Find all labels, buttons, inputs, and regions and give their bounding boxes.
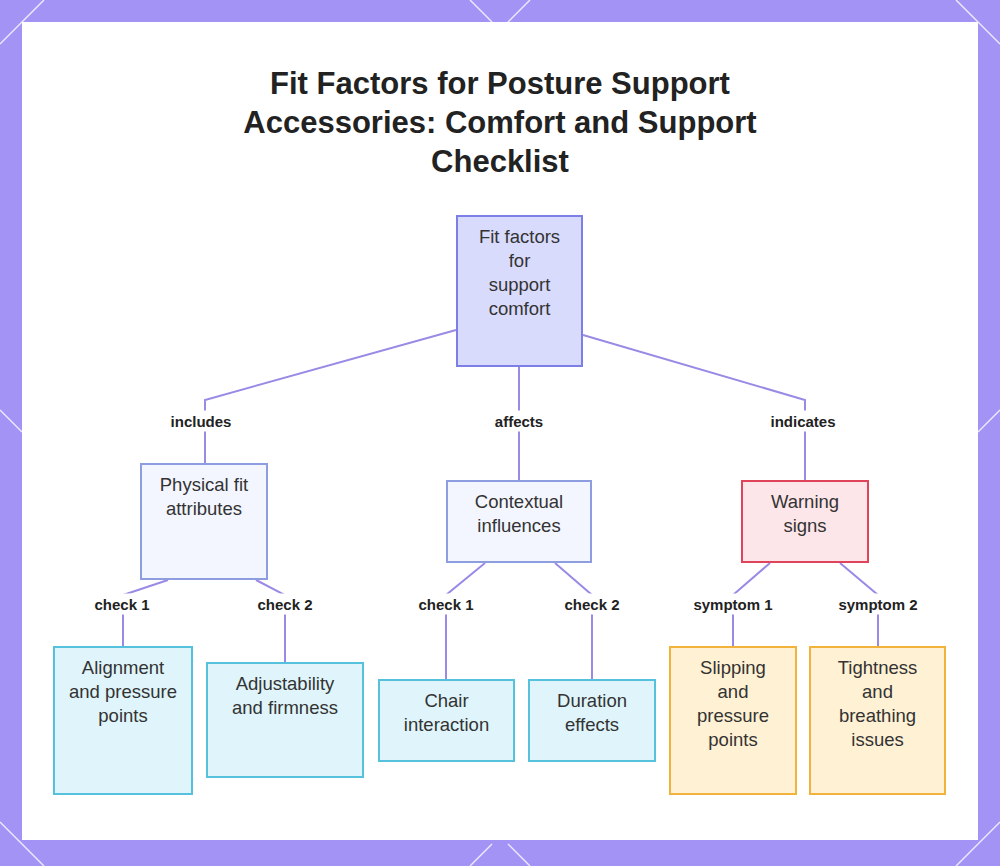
edge-label: check 2 [561, 594, 622, 615]
node-text: Slipping and pressure points [685, 656, 781, 752]
node-text: Physical fit attributes [156, 473, 252, 521]
node-text: Tightness and breathing issues [825, 656, 930, 752]
edge-label: symptom 2 [835, 594, 920, 615]
category-box: Contextual influences [446, 480, 592, 563]
node-text: Duration effects [544, 689, 640, 737]
edge-line [508, 844, 530, 866]
check-box: Duration effects [528, 679, 656, 762]
node-text: Warning signs [757, 490, 853, 538]
edge-label: symptom 1 [690, 594, 775, 615]
edge-label: indicates [767, 411, 838, 432]
edge-label: check 1 [415, 594, 476, 615]
node-text: Alignment and pressure points [69, 656, 177, 728]
connector-line [256, 580, 285, 662]
category-box: Physical fit attributes [140, 463, 268, 580]
corner-line [0, 822, 44, 866]
edge-label: includes [168, 411, 235, 432]
corner-line [956, 822, 1000, 866]
edge-line [470, 844, 492, 866]
diagram-title: Fit Factors for Posture Support Accessor… [225, 64, 775, 181]
edge-line [508, 0, 530, 22]
check-box: Adjustability and firmness [206, 662, 364, 778]
symptom-box: Tightness and breathing issues [809, 646, 946, 795]
edge-label: check 1 [91, 594, 152, 615]
edge-line [470, 0, 492, 22]
connector-line [446, 563, 485, 679]
connector-line [583, 335, 805, 480]
edge-label: check 2 [254, 594, 315, 615]
symptom-box: Slipping and pressure points [669, 646, 797, 795]
corner-line [956, 0, 1000, 44]
node-text: Fit factors for support comfort [478, 225, 561, 321]
edge-line [0, 410, 22, 432]
connector-line [205, 330, 456, 463]
check-box: Alignment and pressure points [53, 646, 193, 795]
corner-line [0, 0, 44, 44]
connector-line [555, 563, 592, 679]
node-text: Adjustability and firmness [222, 672, 348, 720]
root-box: Fit factors for support comfort [456, 215, 583, 367]
node-text: Contextual influences [462, 490, 576, 538]
edge-label: affects [492, 411, 546, 432]
warning-box: Warning signs [741, 480, 869, 563]
check-box: Chair interaction [378, 679, 515, 762]
node-text: Chair interaction [394, 689, 499, 737]
edge-line [978, 410, 1000, 432]
